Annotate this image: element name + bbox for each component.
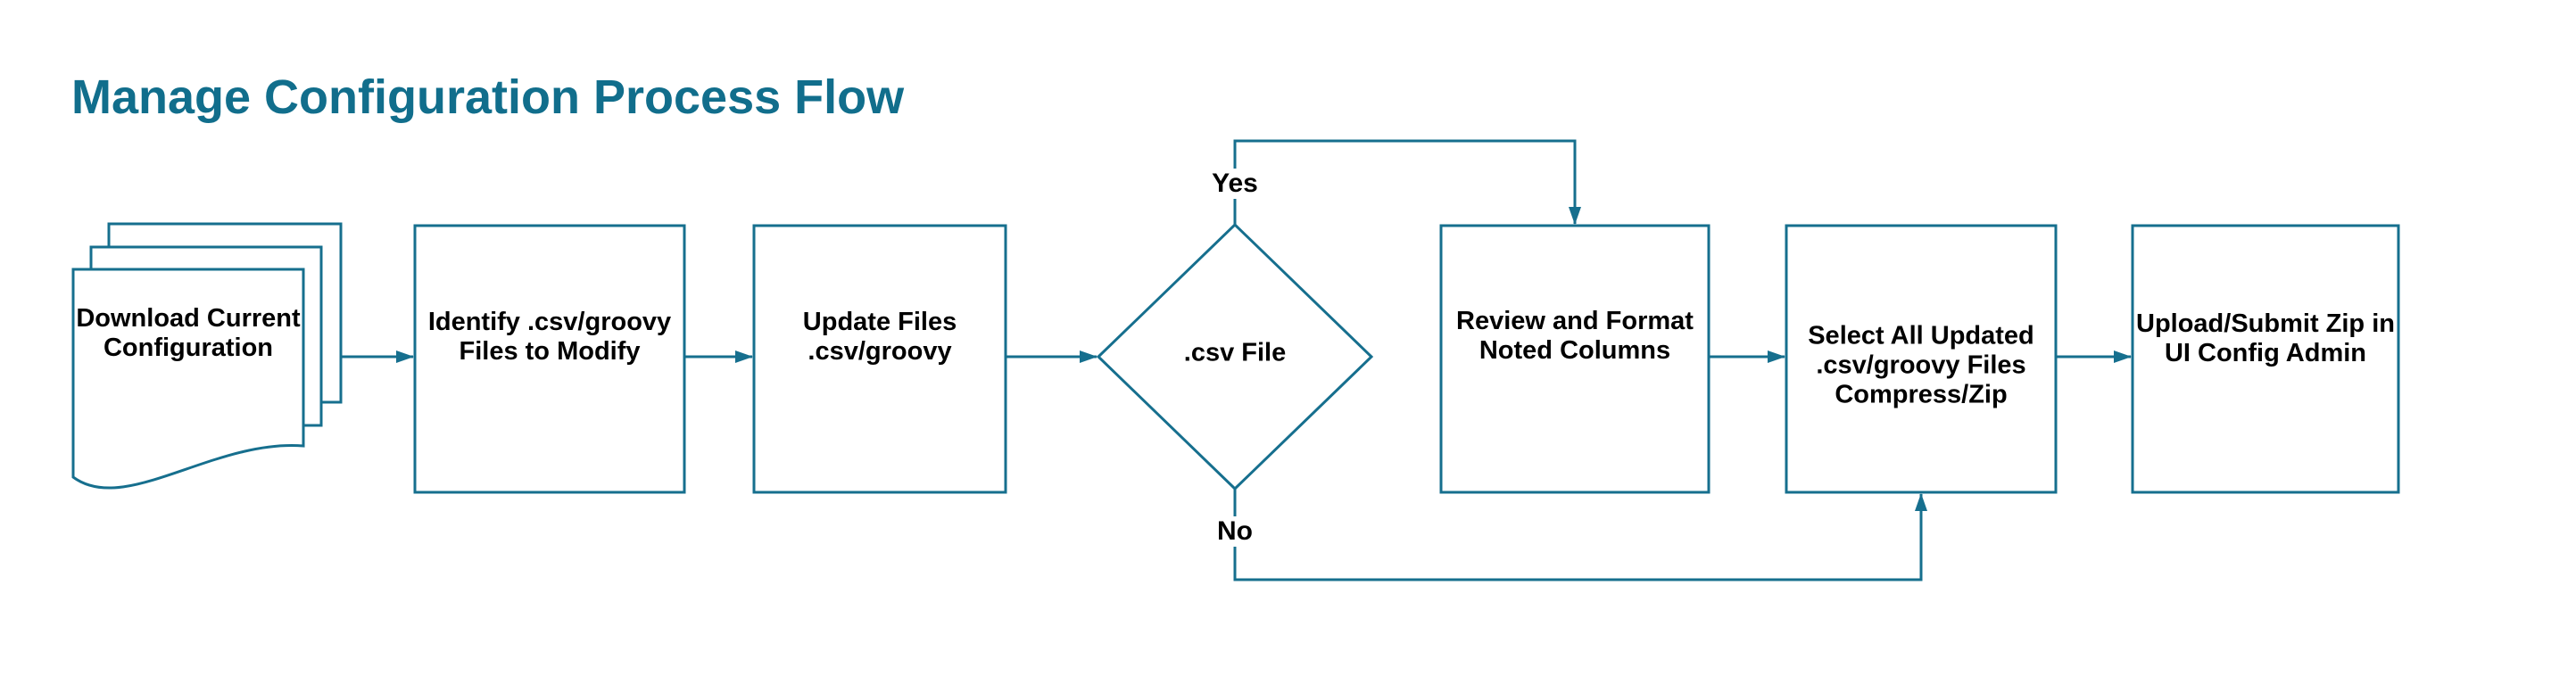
- document-shape-front: [71, 268, 305, 490]
- connector-decision-no-to-select: [1233, 489, 1927, 581]
- node-label-identify-files-to-modify: Identify .csv/groovy Files to Modify: [427, 308, 672, 366]
- connector-decision-yes-to-review: [1233, 139, 1581, 225]
- decision-diamond-csv-file: [1096, 222, 1374, 491]
- node-label-select-compress-zip: Select All Updated .csv/groovy Files Com…: [1808, 321, 2034, 409]
- branch-label-no: No: [1213, 516, 1257, 547]
- process-box-identify-files: [413, 224, 686, 494]
- process-box-upload-submit: [2131, 224, 2400, 494]
- process-box-update-files: [752, 224, 1007, 494]
- node-label-csv-file-decision: .csv File: [1183, 338, 1287, 367]
- process-box-select-compress: [1785, 224, 2058, 494]
- node-label-upload-submit-zip: Upload/Submit Zip in UI Config Admin: [2136, 309, 2395, 367]
- node-label-update-files: Update Files .csv/groovy: [802, 308, 957, 366]
- node-label-review-and-format: Review and Format Noted Columns: [1456, 307, 1694, 365]
- process-box-review-format: [1439, 224, 1710, 494]
- page-title: Manage Configuration Process Flow: [71, 70, 905, 124]
- node-label-download-current-configuration: Download Current Configuration: [76, 304, 301, 362]
- branch-label-yes: Yes: [1207, 169, 1263, 199]
